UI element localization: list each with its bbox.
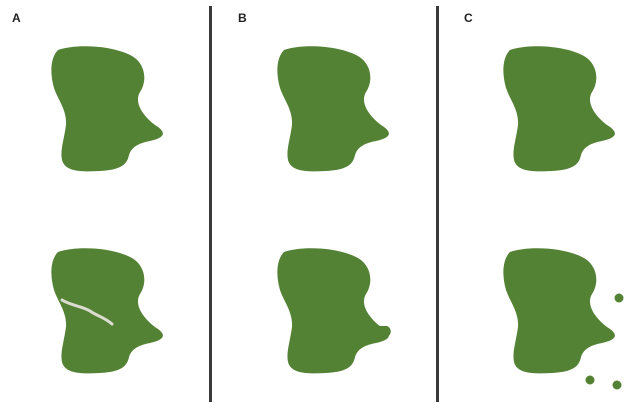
shape-a-bottom <box>51 248 163 373</box>
fragment-dot <box>586 376 595 385</box>
shape-a-top <box>51 46 163 171</box>
fragment-dot <box>615 294 624 303</box>
shape-c-top <box>503 46 615 171</box>
shape-c-bottom <box>503 248 615 373</box>
shape-b-bottom <box>277 248 389 373</box>
fragment-dot <box>613 381 622 390</box>
protrusion <box>356 326 391 338</box>
shape-b-top <box>277 46 389 171</box>
